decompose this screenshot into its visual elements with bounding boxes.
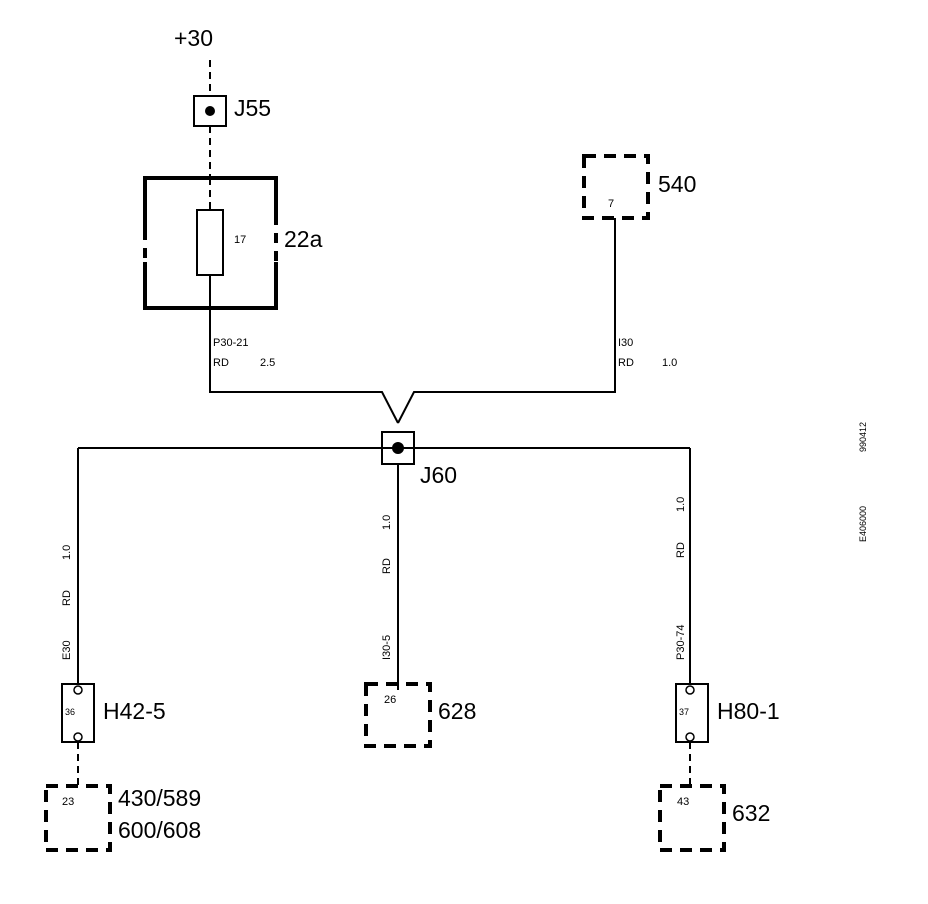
- connector-h42-5-label: H42-5: [103, 698, 166, 724]
- margin-code-1: 990412: [858, 422, 868, 452]
- component-628-pin: 26: [384, 694, 396, 706]
- component-628-box: [364, 682, 432, 748]
- wire-i30: [397, 218, 616, 424]
- component-628: 26 628: [364, 682, 476, 748]
- component-430-box: [44, 784, 112, 852]
- wire-p30-74-color: RD: [675, 542, 687, 558]
- component-430-pin: 23: [62, 796, 74, 808]
- component-540-box: [582, 154, 650, 220]
- ground-point-j60: J60: [381, 431, 457, 488]
- j55-dot: [205, 106, 215, 116]
- component-540: 7 540: [582, 154, 696, 220]
- component-632-label: 632: [732, 800, 770, 826]
- wire-i30-code: I30: [618, 337, 633, 349]
- margin-code-2: E406000: [858, 506, 868, 542]
- supply-label: +30: [174, 25, 213, 51]
- component-430-589: 23 430/589 600/608: [44, 784, 201, 852]
- fuse-number: 17: [234, 234, 246, 246]
- component-540-pin: 7: [608, 198, 614, 210]
- wire-p30-21: [209, 308, 399, 424]
- wire-p30-74-size: 1.0: [675, 497, 687, 512]
- component-430-label-line1: 430/589: [118, 785, 201, 811]
- component-632: 43 632: [658, 784, 770, 852]
- connector-h42-5-pin: 36: [65, 707, 75, 717]
- component-540-label: 540: [658, 171, 696, 197]
- wire-p30-74-code: P30-74: [675, 625, 687, 660]
- connector-h80-1-pin: 37: [679, 707, 689, 717]
- wire-i30-color: RD: [618, 357, 634, 369]
- connector-h42-5: 36 H42-5: [61, 683, 166, 743]
- ground-point-j55: J55: [193, 95, 271, 127]
- wire-p30-21-size: 2.5: [260, 357, 275, 369]
- component-628-label: 628: [438, 698, 476, 724]
- wire-i30-5-size: 1.0: [381, 515, 393, 530]
- fuse-box-label: 22a: [284, 226, 323, 252]
- connector-h80-1: 37 H80-1: [675, 683, 780, 743]
- wire-i30-5-code: I30-5: [381, 635, 393, 660]
- wire-p30-21-color: RD: [213, 357, 229, 369]
- j60-label: J60: [420, 462, 457, 488]
- j55-label: J55: [234, 95, 271, 121]
- wire-e30-code: E30: [61, 640, 73, 660]
- wire-i30-5-color: RD: [381, 558, 393, 574]
- component-632-pin: 43: [677, 796, 689, 808]
- component-430-label-line2: 600/608: [118, 817, 201, 843]
- fuse-box-22a: 17 22a: [143, 176, 323, 310]
- wire-e30-size: 1.0: [61, 545, 73, 560]
- connector-h80-1-label: H80-1: [717, 698, 780, 724]
- wire-p30-21-code: P30-21: [213, 337, 248, 349]
- wire-i30-size: 1.0: [662, 357, 677, 369]
- fuse-element: [196, 209, 224, 276]
- wire-e30-color: RD: [61, 590, 73, 606]
- component-632-box: [658, 784, 726, 852]
